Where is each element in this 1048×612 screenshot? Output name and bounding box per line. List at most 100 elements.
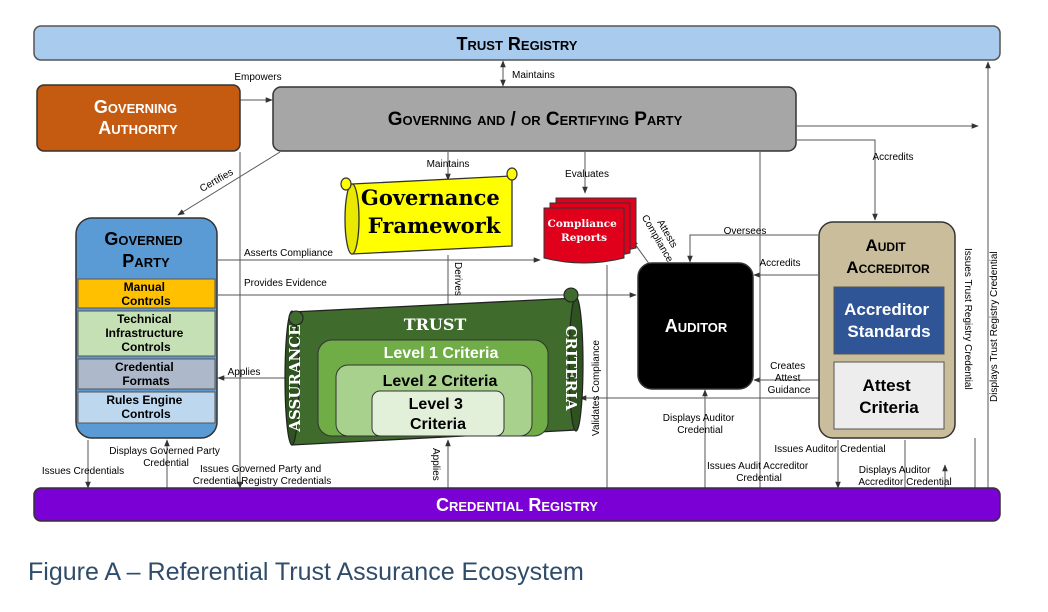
auditor-label: Auditor [665, 316, 728, 336]
manual-controls-line-2: Controls [121, 294, 171, 308]
label-issues-audit-accreditor-credential-line-1: Issues Audit Accreditor [707, 461, 809, 472]
label-displays-trust-registry-credential: Displays Trust Registry Credential [989, 251, 1000, 402]
governing-authority-line-1: Governing [94, 97, 177, 117]
attest-criteria-line-2: Criteria [859, 398, 919, 417]
label-displays-auditor-credential: Displays Auditor Credential [663, 413, 737, 436]
label-derives: Derives [452, 262, 463, 296]
label-oversees: Oversees [724, 226, 767, 237]
trust-registry-label: Trust Registry [457, 34, 578, 54]
label-displays-audit-accreditor-credential-line-1: Displays Auditor [859, 465, 931, 476]
label-applies-left: Applies [228, 367, 261, 378]
audit-accreditor-label: Audit Accreditor [846, 236, 930, 277]
label-maintains-framework: Maintains [427, 159, 470, 170]
credential-formats-box [77, 358, 216, 390]
credential-registry-label: Credential Registry [436, 495, 598, 515]
audit-accreditor-line-1: Audit [865, 236, 906, 255]
accreditor-standards-label: Accreditor Standards [844, 300, 934, 341]
label-validates-compliance: Validates Compliance [591, 340, 602, 436]
governed-party-line-1: Governed [104, 229, 182, 249]
level-3-criteria-line-2: Criteria [410, 416, 466, 433]
governance-framework-scroll [340, 167, 518, 255]
accreditor-standards-box [833, 286, 945, 355]
attest-criteria-box [833, 361, 945, 430]
label-attests-compliance: Attests Compliance [639, 208, 685, 265]
credential-formats-line-1: Credential [115, 360, 174, 374]
manual-controls-line-1: Manual [124, 280, 165, 294]
credential-formats-line-2: Formats [122, 374, 170, 388]
governing-authority-line-2: Authority [98, 118, 178, 138]
trust-scroll-right-label: CRITERIA [562, 325, 580, 410]
label-issues-audit-accreditor-credential-line-2: Credential [736, 473, 782, 484]
figure-caption: Figure A – Referential Trust Assurance E… [28, 558, 584, 586]
compliance-reports-label: Compliance Reports [548, 218, 621, 244]
label-creates-attest-guidance-line-3: Guidance [768, 385, 811, 396]
edge-accredits-top [797, 139, 878, 221]
rules-controls-line-1: Rules Engine [106, 393, 182, 407]
compliance-reports-line-2: Reports [561, 232, 607, 244]
level-3-criteria-box [371, 390, 505, 437]
accreditor-standards-line-2: Standards [847, 322, 930, 341]
label-displays-audit-accreditor-credential: Displays Auditor Accreditor Credential [858, 465, 951, 488]
rules-controls-label: Rules Engine Controls [106, 393, 185, 421]
governance-framework-line-2: Framework [368, 213, 501, 238]
audit-accreditor-line-2: Accreditor [846, 258, 930, 277]
level-1-criteria-label: Level 1 Criteria [384, 345, 499, 362]
label-displays-auditor-credential-line-2: Credential [677, 425, 723, 436]
governing-authority-box [36, 84, 241, 152]
edge-certifies [177, 151, 281, 216]
label-empowers: Empowers [234, 72, 281, 83]
label-asserts-compliance: Asserts Compliance [244, 248, 333, 259]
label-creates-attest-guidance-line-2: Attest [775, 373, 801, 384]
label-issues-trust-registry-credential: Issues Trust Registry Credential [962, 248, 973, 390]
certifying-party-label: Governing and / or Certifying Party [388, 109, 683, 130]
label-evaluates: Evaluates [565, 169, 609, 180]
technical-controls-line-1: Technical [117, 312, 171, 326]
rules-controls-box [77, 391, 216, 424]
label-issues-audit-accreditor-credential: Issues Audit Accreditor Credential [707, 461, 811, 484]
trust-scroll-left-label: ASSURANCE [286, 324, 304, 432]
level-2-criteria-label: Level 2 Criteria [383, 373, 498, 390]
label-displays-audit-accreditor-credential-line-2: Accreditor Credential [858, 477, 951, 488]
level-3-criteria-label: Level 3 Criteria [409, 396, 468, 433]
governing-authority-label: Governing Authority [94, 97, 182, 138]
technical-controls-box [77, 310, 216, 357]
label-issues-credentials: Issues Credentials [42, 466, 124, 477]
auditor-box [637, 262, 754, 390]
certifying-party-box [272, 86, 797, 152]
level-3-criteria-line-1: Level 3 [409, 396, 463, 413]
attest-criteria-label: Attest Criteria [859, 376, 919, 417]
trust-registry-box [33, 25, 1001, 61]
label-creates-attest-guidance: Creates Attest Guidance [768, 361, 811, 396]
compliance-reports-line-1: Compliance [548, 218, 618, 230]
label-accredits-auditor: Accredits [759, 258, 800, 269]
governed-party-line-2: Party [122, 251, 170, 271]
ecosystem-diagram: Trust Registry Governing Authority Gover… [33, 25, 1001, 522]
label-provides-evidence: Provides Evidence [244, 278, 327, 289]
label-accredits-top: Accredits [872, 152, 913, 163]
label-issues-governed-party-credentials-line-1: Issues Governed Party and [200, 464, 321, 475]
manual-controls-box [77, 278, 216, 309]
technical-controls-line-3: Controls [121, 340, 171, 354]
label-maintains-registry: Maintains [512, 70, 555, 81]
governed-party-label: Governed Party [104, 229, 187, 271]
credential-registry-box [33, 487, 1001, 522]
compliance-reports-stack [543, 197, 637, 264]
label-issues-auditor-credential: Issues Auditor Credential [774, 444, 885, 455]
label-displays-governed-party-credential: Displays Governed Party Credential [109, 446, 222, 469]
attest-criteria-line-1: Attest [863, 376, 912, 395]
label-issues-governed-party-credentials-line-2: Credential Registry Credentials [193, 476, 331, 487]
label-displays-governed-party-credential-line-2: Credential [143, 458, 189, 469]
manual-controls-label: Manual Controls [121, 280, 171, 308]
technical-controls-label: Technical Infrastructure Controls [105, 312, 186, 354]
credential-formats-label: Credential Formats [115, 360, 177, 388]
label-applies-bottom: Applies [430, 448, 441, 481]
rules-controls-line-2: Controls [121, 407, 171, 421]
label-displays-auditor-credential-line-1: Displays Auditor [663, 413, 735, 424]
governance-framework-line-1: Governance [361, 185, 500, 210]
trust-scroll-top-label: TRUST [404, 315, 467, 334]
edge-oversees [687, 234, 818, 263]
label-displays-governed-party-credential-line-1: Displays Governed Party [109, 446, 220, 457]
label-creates-attest-guidance-line-1: Creates [770, 361, 805, 372]
label-issues-governed-party-credentials: Issues Governed Party and Credential Reg… [193, 464, 331, 487]
accreditor-standards-line-1: Accreditor [844, 300, 929, 319]
